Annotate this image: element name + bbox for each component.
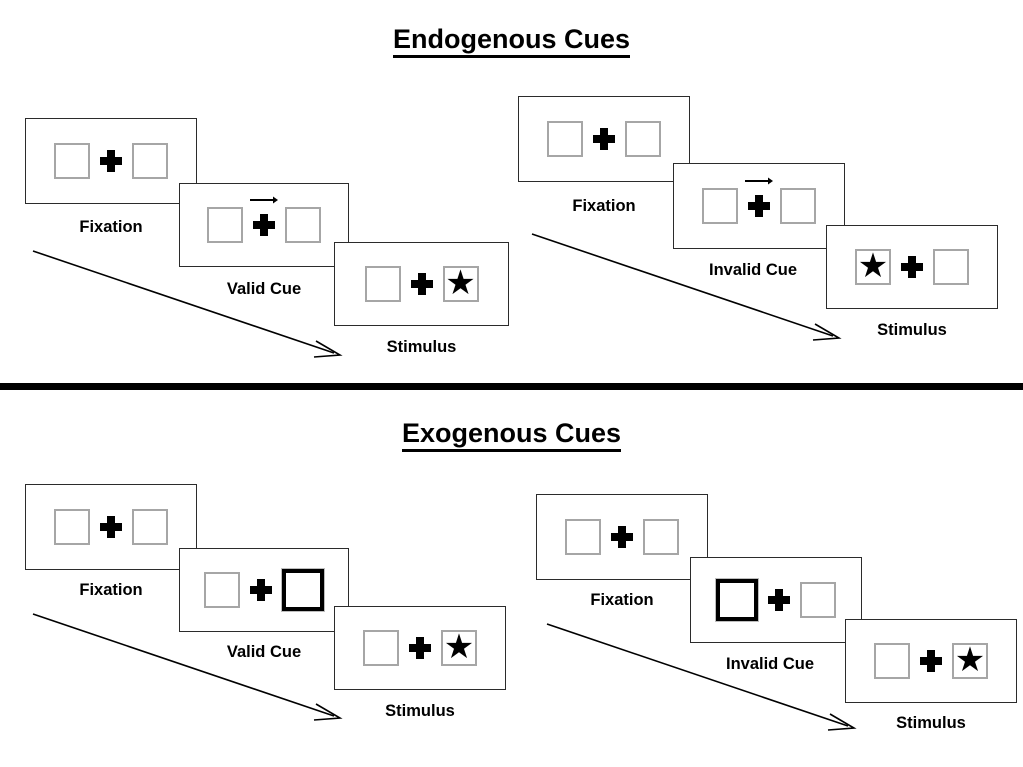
star-icon: ★ xyxy=(954,641,986,679)
box-left-target: ★ xyxy=(855,249,891,285)
label-exogenous-invalid-cue: Invalid Cue xyxy=(725,655,815,673)
box-right xyxy=(132,143,168,179)
fixation-cross-icon xyxy=(401,262,443,306)
section-title-exogenous-text: Exogenous Cues xyxy=(401,418,622,452)
box-left xyxy=(565,519,601,555)
box-right-target: ★ xyxy=(441,630,477,666)
box-left xyxy=(547,121,583,157)
box-left xyxy=(207,207,243,243)
box-left xyxy=(54,509,90,545)
box-left-cued xyxy=(715,578,759,622)
label-endogenous-valid-cue: Valid Cue xyxy=(226,280,302,298)
panel-endogenous-valid-fixation xyxy=(25,118,197,204)
label-endogenous-valid-fixation: Fixation xyxy=(79,218,143,236)
box-left xyxy=(364,266,401,302)
panel-endogenous-invalid-cue xyxy=(673,163,845,249)
panel-exogenous-invalid-fixation xyxy=(536,494,708,580)
fixation-cross-icon xyxy=(758,578,800,622)
box-left xyxy=(702,188,738,224)
box-right xyxy=(643,519,679,555)
box-right-target: ★ xyxy=(442,264,479,302)
label-exogenous-valid-stimulus: Stimulus xyxy=(385,702,455,720)
box-right-target: ★ xyxy=(952,643,988,679)
box-left xyxy=(363,630,399,666)
box-left xyxy=(54,143,90,179)
fixation-cross-icon xyxy=(891,245,933,289)
fixation-cross-icon xyxy=(399,626,441,670)
fixation-cross-icon xyxy=(243,196,285,247)
label-exogenous-invalid-fixation: Fixation xyxy=(590,591,654,609)
label-endogenous-invalid-fixation: Fixation xyxy=(572,197,636,215)
label-exogenous-invalid-stimulus: Stimulus xyxy=(896,714,966,732)
box-right xyxy=(933,249,969,285)
panel-endogenous-invalid-fixation xyxy=(518,96,690,182)
star-icon: ★ xyxy=(443,628,475,666)
label-exogenous-valid-fixation: Fixation xyxy=(79,581,143,599)
star-icon: ★ xyxy=(857,247,889,285)
panel-exogenous-invalid-stimulus: ★ xyxy=(845,619,1017,703)
box-right xyxy=(625,121,661,157)
box-left xyxy=(204,572,240,608)
panel-endogenous-valid-cue xyxy=(179,183,349,267)
label-exogenous-valid-cue: Valid Cue xyxy=(226,643,302,661)
section-divider xyxy=(0,383,1023,390)
star-icon: ★ xyxy=(445,264,476,302)
fixation-cross-icon xyxy=(90,505,132,549)
fixation-cross-icon xyxy=(910,639,952,683)
label-endogenous-invalid-stimulus: Stimulus xyxy=(877,321,947,339)
box-right-cued xyxy=(281,568,325,612)
section-title-endogenous: Endogenous Cues xyxy=(0,24,1023,58)
fixation-cross-icon xyxy=(240,568,282,612)
panel-endogenous-invalid-stimulus: ★ xyxy=(826,225,998,309)
section-title-exogenous: Exogenous Cues xyxy=(0,418,1023,452)
label-endogenous-invalid-cue: Invalid Cue xyxy=(708,261,798,279)
fixation-cross-icon xyxy=(90,139,132,183)
box-right xyxy=(780,188,816,224)
panel-exogenous-invalid-cue xyxy=(690,557,862,643)
panel-exogenous-valid-fixation xyxy=(25,484,197,570)
panel-endogenous-valid-stimulus: ★ xyxy=(334,242,509,326)
box-right xyxy=(800,582,836,618)
arrow-right-icon xyxy=(250,196,278,204)
fixation-cross-icon xyxy=(583,117,625,161)
panel-exogenous-valid-stimulus: ★ xyxy=(334,606,506,690)
fixation-cross-icon xyxy=(601,515,643,559)
box-right xyxy=(132,509,168,545)
arrow-right-icon xyxy=(745,177,773,185)
fixation-cross-icon xyxy=(738,177,780,228)
section-title-endogenous-text: Endogenous Cues xyxy=(392,24,630,58)
label-endogenous-valid-stimulus: Stimulus xyxy=(386,338,457,356)
panel-exogenous-valid-cue xyxy=(179,548,349,632)
box-left xyxy=(874,643,910,679)
box-right xyxy=(285,207,321,243)
